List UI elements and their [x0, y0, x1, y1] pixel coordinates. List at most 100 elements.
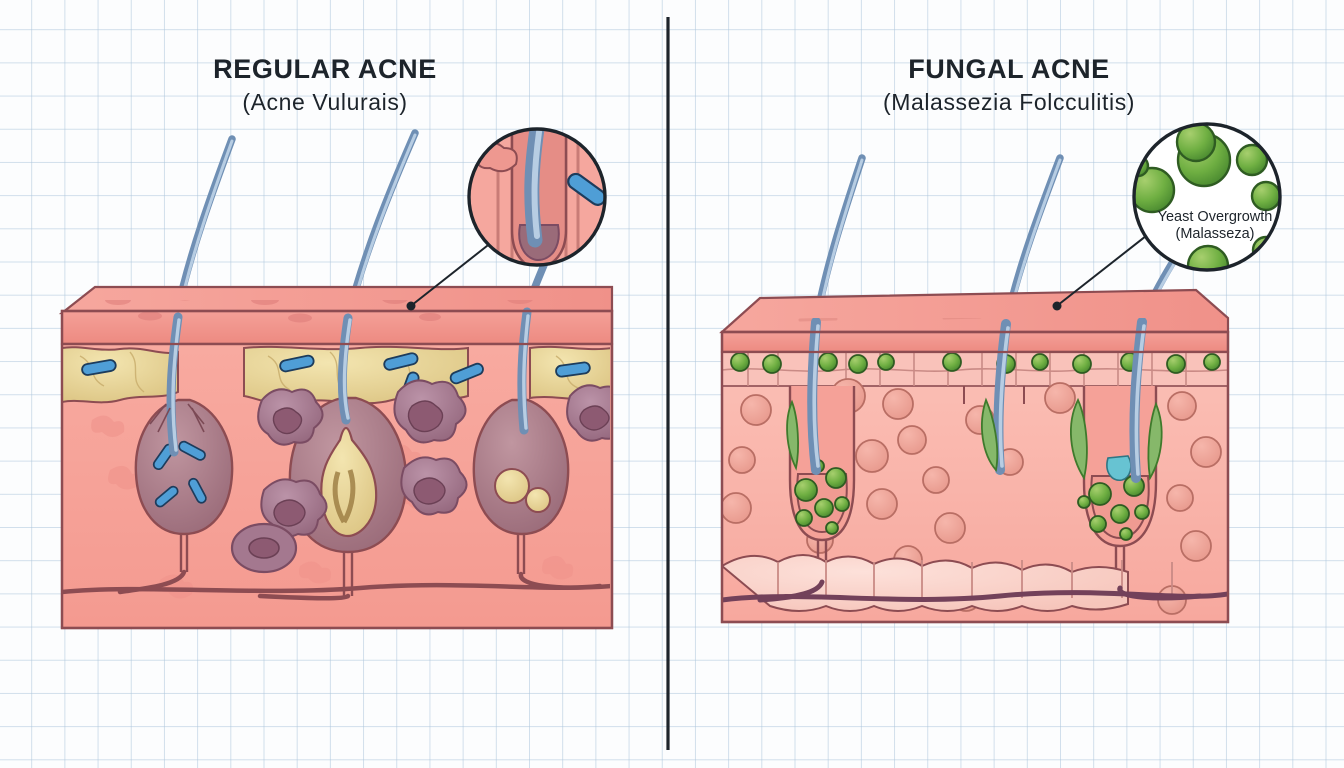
yeast-cell-icon [1235, 143, 1269, 177]
follicle-root [516, 534, 526, 574]
right-block-border [720, 330, 1230, 624]
panel-title-main: FUNGAL ACNE [908, 54, 1110, 84]
dermal-cell [740, 394, 772, 426]
bacteria-rod-icon [154, 485, 179, 508]
follicle-open-pore [963, 386, 1025, 472]
magnifier-regular-acne [467, 127, 607, 267]
yeast-cell-icon [814, 498, 834, 518]
dermal-cell [866, 488, 898, 520]
sebum-patch [62, 346, 179, 404]
yeast-cell-icon [818, 352, 838, 372]
hair-shaft-highlight [342, 318, 352, 420]
bacteria-in-follicle [152, 440, 207, 508]
follicle-inflamed-left [134, 398, 234, 572]
inflammatory-cell [260, 478, 328, 538]
inflammatory-cell [400, 456, 468, 516]
yeast-cell-icon [1134, 166, 1176, 214]
bacteria-rod-icon [383, 352, 419, 371]
hair-shaft-highlight [1134, 324, 1146, 476]
comedone-core [332, 469, 356, 524]
dermal-cell [1166, 484, 1194, 512]
yeast-cell-icon [1250, 180, 1280, 212]
yeast-cell-icon [848, 354, 868, 374]
fungal-acne-diagram [719, 122, 1282, 624]
yeast-cell-icon [877, 353, 895, 371]
dermal-cell [1044, 382, 1076, 414]
hair-shaft-highlight [998, 326, 1010, 468]
right-block-contents [722, 318, 1228, 615]
hair-shaft-icon [1129, 318, 1147, 483]
callout-anchor-dot [406, 301, 416, 311]
yeast-cell-icon [1119, 527, 1133, 541]
yeast-cell-icon [1186, 244, 1230, 270]
yeast-cell-icon [762, 354, 782, 374]
bacteria-rod-icon [178, 440, 206, 461]
panel-title-sub: (Malassezia Folcculitis) [882, 89, 1136, 115]
bacteria-rod-icon [555, 361, 591, 378]
yeast-cell-icon [1077, 495, 1091, 509]
stratum-band [722, 351, 1228, 387]
inflammatory-cell [257, 388, 324, 446]
inflammatory-cell [393, 379, 467, 444]
sebum-streak [1147, 401, 1163, 481]
follicle-fungal-a [786, 386, 856, 582]
yeast-cell-icon [1031, 353, 1049, 371]
dermal-cell [728, 446, 756, 474]
dermal-cell [922, 466, 950, 494]
sebum-keratin-layer [62, 345, 610, 405]
yeast-cell-icon [1175, 124, 1217, 163]
follicle-root [179, 534, 189, 572]
yeast-cell-icon [825, 467, 847, 489]
hair-shaft-highlight [171, 318, 181, 452]
yeast-cell-icon [1088, 482, 1112, 506]
follicle-hair-roots [149, 403, 205, 433]
micro-comedone [525, 487, 551, 513]
yeast-cell-icon [1089, 515, 1107, 533]
hair-shaft-highlight [812, 324, 820, 468]
dermal-cell [855, 439, 889, 473]
bacteria-rod-icon [188, 477, 207, 504]
inflammatory-cell [566, 384, 610, 442]
dermal-cell [934, 512, 966, 544]
panel-title-regular-acne: REGULAR ACNE (Acne Vulurais) [134, 52, 516, 118]
hair-shaft-icon [807, 318, 821, 475]
yeast-cell-icon [942, 352, 962, 372]
regular-acne-diagram [58, 127, 614, 630]
follicle-sac [134, 398, 234, 536]
bacteria-rod-icon [81, 359, 117, 376]
dermal-cell [1180, 530, 1212, 562]
dermal-cell [722, 492, 752, 524]
bacteria-rod-icon [449, 362, 484, 385]
epidermis-layer [720, 330, 1230, 354]
yeast-cell-icon [1072, 354, 1092, 374]
follicle-yeast-group [1077, 475, 1150, 541]
yeast-cell-icon [1203, 353, 1221, 371]
hair-shaft-highlight [522, 314, 530, 430]
left-block-contents [62, 300, 610, 601]
sebum-streak [981, 397, 999, 472]
dermal-cell [882, 388, 914, 420]
hair-shaft-icon [337, 313, 353, 425]
callout-leader-line [1057, 235, 1147, 306]
bacteria-rod-icon [279, 354, 315, 373]
comedone-plug [320, 426, 378, 538]
dermal-cell [1190, 436, 1222, 468]
yeast-cell-icon [730, 352, 750, 372]
yeast-cell-icon [1166, 354, 1186, 374]
surface-yeast-group [730, 352, 1221, 374]
micro-comedone [494, 468, 530, 504]
sebum-droplet [1106, 455, 1132, 482]
dermal-cell [1167, 391, 1197, 421]
blood-vessel-network [62, 569, 610, 601]
blood-vessel-network [722, 579, 1228, 603]
callout-anchor-dot [1052, 301, 1062, 311]
red-blood-cell [230, 522, 298, 574]
follicle-yeast-group [794, 459, 850, 535]
magnifier-fungal-acne [1132, 122, 1282, 272]
magnifier-ring [1132, 122, 1282, 272]
yeast-cell-icon [794, 478, 818, 502]
magnifier-ring [467, 127, 607, 267]
yeast-cell-icon [795, 509, 813, 527]
